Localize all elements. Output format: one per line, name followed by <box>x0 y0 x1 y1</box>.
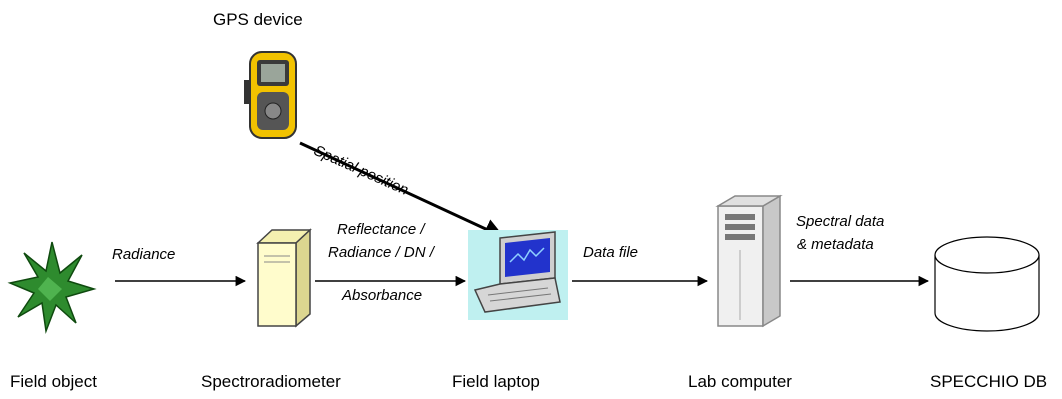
reflectance-label-line1: Reflectance / <box>337 221 425 238</box>
lab-computer-label: Lab computer <box>688 372 792 391</box>
field-laptop-label: Field laptop <box>452 372 540 391</box>
spectroradiometer-label: Spectroradiometer <box>201 372 341 391</box>
gps-device-label: GPS device <box>213 10 303 29</box>
spectral-data-label-line1: Spectral data <box>796 213 885 230</box>
data-file-label: Data file <box>583 244 639 261</box>
spectral-data-label-line2: & metadata <box>797 236 874 253</box>
absorbance-label: Absorbance <box>342 287 423 304</box>
spatial-position-arrow <box>299 141 505 239</box>
laptop-icon <box>468 230 568 320</box>
field-object-label: Field object <box>10 372 97 391</box>
gps-device-icon <box>244 51 297 139</box>
reflectance-label-line2: Radiance / DN / <box>328 244 434 261</box>
specchio-db-label: SPECCHIO DB <box>930 372 1048 391</box>
lab-computer-icon <box>715 194 783 328</box>
radiance-label: Radiance <box>112 246 176 263</box>
database-icon <box>934 236 1040 332</box>
spectroradiometer-icon <box>256 228 312 328</box>
plant-icon <box>7 241 97 334</box>
